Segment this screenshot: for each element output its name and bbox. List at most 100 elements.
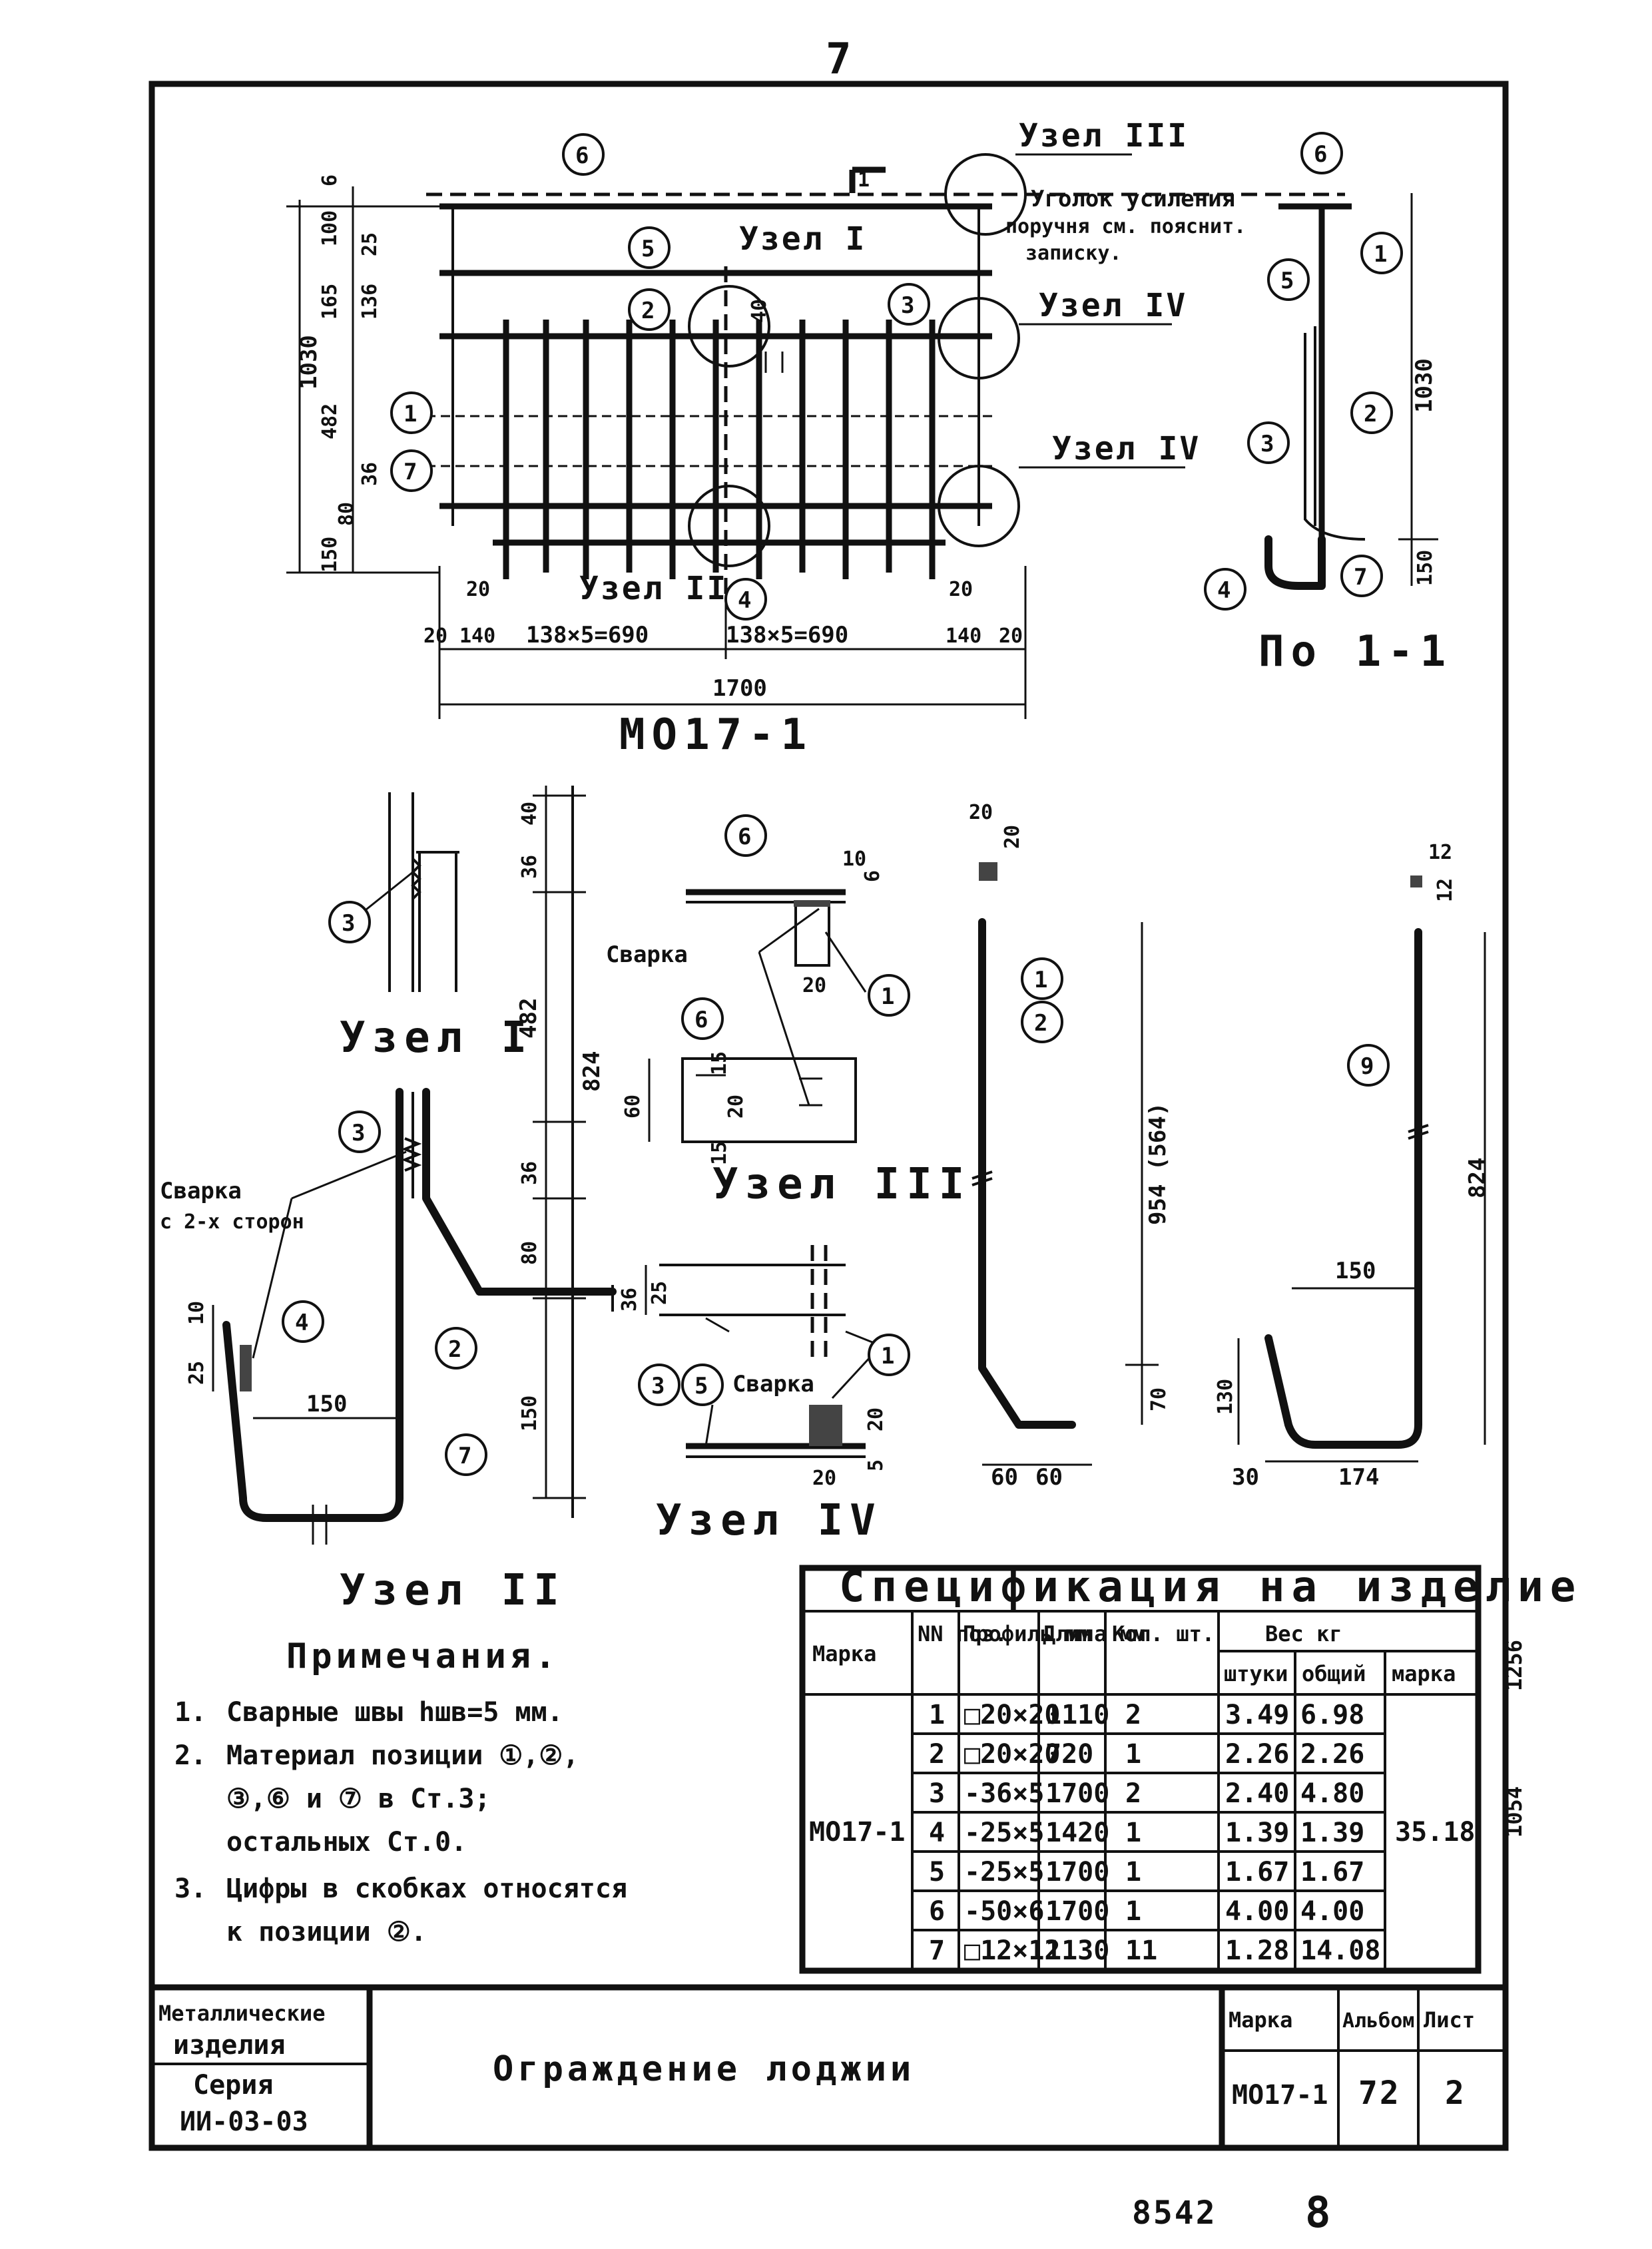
spec-row-1-weight-piece: 3.49	[1225, 1700, 1289, 1730]
page-number-top: 7	[826, 35, 858, 84]
dim-h-20a: 20	[466, 578, 490, 601]
node2-pos-7: 7	[458, 1443, 471, 1469]
node3-dim-6: 6	[861, 870, 884, 882]
spec-side-note-2: 1054	[1502, 1786, 1527, 1838]
note-2-text: Материал позиции ①,②,	[226, 1740, 579, 1771]
dim-40: 40	[748, 299, 771, 323]
spec-row-3-weight-piece: 2.40	[1225, 1778, 1289, 1809]
dim-150: 150	[318, 537, 342, 573]
node-3-detail: 60 15 20 15 10 6 20 Сварка	[606, 848, 884, 1165]
node4-pos-3: 3	[651, 1373, 665, 1399]
spec-row-5-weight-total: 1.67	[1300, 1857, 1364, 1887]
rail-dim-80: 80	[518, 1241, 541, 1265]
dim-36: 36	[358, 462, 382, 486]
sec-pos-5: 5	[1280, 268, 1294, 294]
main-pos-6: 6	[575, 142, 589, 169]
rail-dim-150: 150	[518, 1395, 541, 1431]
spec-sub-mark: марка	[1392, 1661, 1456, 1686]
spec-row-5-qty: 1	[1125, 1857, 1141, 1887]
spec-row-3-weight-total: 4.80	[1300, 1778, 1364, 1809]
dim-h-1700: 1700	[712, 675, 767, 702]
node3-dim-20b: 20	[724, 1095, 748, 1119]
node-4-detail: 36 25 20 5 20 Сварка	[618, 1245, 888, 1490]
spec-row-5-profile: -25×5	[964, 1857, 1044, 1887]
spec-row-1-length: 1110	[1045, 1700, 1109, 1730]
dim-h-690-left: 138×5=690	[526, 622, 649, 648]
spec-sub-piece: штуки	[1224, 1661, 1288, 1686]
node-label-1: Узел I	[739, 220, 866, 258]
node-2-detail: 150 25 10 Сварка с 2-х сторон	[160, 1088, 617, 1545]
node-label-4b: Узел IV	[1052, 430, 1201, 467]
bar12-dim-70: 70	[1147, 1387, 1171, 1411]
bar9-dim-12b: 12	[1434, 878, 1457, 902]
note-2-cont1: ③,⑥ и ⑦ в Ст.3;	[226, 1784, 491, 1814]
spec-row-4-qty: 1	[1125, 1818, 1141, 1848]
main-pos-7: 7	[404, 459, 417, 485]
node3-dim-60: 60	[621, 1095, 645, 1119]
bar-9-detail: 12 12 824 150 130 30 174	[1214, 841, 1491, 1491]
dim-136: 136	[358, 284, 382, 320]
bar9-dim-824: 824	[1464, 1158, 1491, 1198]
node-1-detail: 3	[328, 792, 459, 992]
col-head-mark: Марка	[1229, 2007, 1292, 2033]
node2-pos-2: 2	[448, 1336, 461, 1363]
dim-h-20-right: 20	[999, 625, 1023, 648]
node4-dim-20a: 20	[864, 1407, 888, 1431]
sec-pos-3: 3	[1260, 431, 1274, 457]
spec-row-7-pos: 7	[929, 1935, 945, 1966]
spec-head-length: Длина мм	[1043, 1621, 1145, 1646]
spec-row-4-weight-total: 1.39	[1300, 1818, 1364, 1848]
section-mark: 1	[858, 168, 870, 192]
bar9-dim-130: 130	[1214, 1379, 1237, 1415]
node3-dim-20a: 20	[802, 974, 826, 997]
spec-row-2-length: 720	[1045, 1739, 1093, 1770]
main-elevation: 1 40	[426, 153, 1345, 599]
node3-weld-label: Сварка	[606, 941, 688, 968]
node3-dim-10: 10	[842, 848, 866, 871]
page-number-bottom: 8	[1305, 2188, 1338, 2238]
spec-head-mark: Марка	[812, 1641, 876, 1666]
sec-pos-2: 2	[1364, 401, 1377, 427]
node-label-4a: Узел IV	[1039, 287, 1187, 324]
spec-head-weight: Вес кг	[1265, 1621, 1342, 1646]
node3-pos-6b: 6	[694, 1007, 708, 1033]
spec-row-5-weight-piece: 1.67	[1225, 1857, 1289, 1887]
dim-165: 165	[318, 284, 342, 320]
col-head-sheet: Лист	[1424, 2007, 1475, 2033]
node3-dim-15b: 15	[708, 1141, 731, 1165]
bar9-pos-circle	[1347, 1044, 1390, 1087]
bar9-pos-9: 9	[1360, 1053, 1374, 1080]
rail-dim-36b: 36	[518, 1161, 541, 1185]
bar12-dim-20a: 20	[969, 801, 993, 824]
node-label-2: Узел II	[579, 570, 728, 607]
spec-row-1-weight-total: 6.98	[1300, 1700, 1364, 1730]
node4-dim-25: 25	[648, 1281, 671, 1305]
spec-mark: МО17-1	[809, 1817, 906, 1848]
main-node-labels: Узел III Узел I Узел IV Узел IV Узел II …	[579, 117, 1246, 607]
spec-row-2-pos: 2	[929, 1739, 945, 1770]
dim-100: 100	[318, 210, 342, 246]
node4-position-callouts: 1 3 5	[638, 1334, 910, 1406]
dim-6: 6	[318, 174, 342, 186]
spec-row-4-length: 1420	[1045, 1818, 1109, 1848]
bar12-position-callouts: 1 2	[1021, 957, 1063, 1043]
spec-side-note-1: 1256	[1502, 1640, 1527, 1691]
spec-row-1-profile: □20×20	[964, 1700, 1061, 1730]
rail-dim-40: 40	[518, 802, 541, 826]
node4-title: Узел IV	[656, 1496, 882, 1545]
dim-h-20b: 20	[949, 578, 973, 601]
spec-row-1-qty: 2	[1125, 1700, 1141, 1730]
title-mark-value: МО17-1	[1232, 2080, 1328, 2111]
spec-head-profile: Профиль мм	[963, 1621, 1091, 1646]
spec-row-2-weight-piece: 2.26	[1225, 1739, 1289, 1770]
angle-note-line2: поручня см. пояснит.	[1005, 215, 1246, 238]
col-head-album: Альбом	[1342, 2009, 1414, 2033]
spec-row-6-qty: 1	[1125, 1896, 1141, 1927]
stamp-number: 8542	[1132, 2194, 1217, 2232]
node4-weld-label: Сварка	[732, 1371, 814, 1397]
spec-row-2-weight-total: 2.26	[1300, 1739, 1364, 1770]
dim-h-140-left: 140	[459, 625, 495, 648]
bar12-pos-1: 1	[1034, 967, 1047, 993]
bar9-dim-30: 30	[1232, 1464, 1259, 1491]
